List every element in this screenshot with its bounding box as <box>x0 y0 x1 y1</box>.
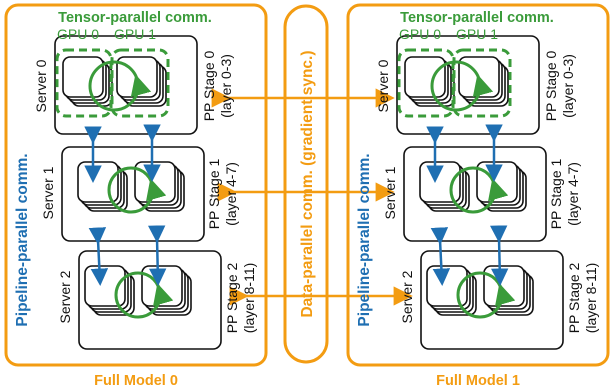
data-parallel-label: Data-parallel comm. (gradient sync.) <box>299 50 316 317</box>
footer-label-1: Full Model 1 <box>436 373 520 389</box>
layers-label-1-0: (layer 0-3) <box>560 54 576 118</box>
footer-label-0: Full Model 0 <box>94 373 178 389</box>
stage-label-1-0: PP Stage 0 <box>543 51 559 122</box>
stage-label-0-2: PP Stage 2 <box>224 263 240 334</box>
layers-label-0-2: (layer 8-11) <box>241 263 257 334</box>
stage-label-0-1: PP Stage 1 <box>206 159 222 230</box>
layers-label-1-2: (layer 8-11) <box>583 263 599 334</box>
pipeline-label-1: Pipeline-parallel comm. <box>356 153 373 326</box>
server-label-1-2: Server 2 <box>399 270 415 323</box>
server-label-0-0: Server 0 <box>33 59 49 112</box>
tensor-title-0: Tensor-parallel comm. <box>58 10 212 26</box>
server-label-0-2: Server 2 <box>57 270 73 323</box>
stage-label-1-2: PP Stage 2 <box>566 263 582 334</box>
stage-label-1-1: PP Stage 1 <box>548 159 564 230</box>
server-label-1-1: Server 1 <box>382 166 398 219</box>
gpu1-label-1: GPU 1 <box>456 26 498 42</box>
pipeline-label-0: Pipeline-parallel comm. <box>14 153 31 326</box>
server-label-0-1: Server 1 <box>40 166 56 219</box>
gpu0-label-1: GPU 0 <box>399 26 441 42</box>
server-label-1-0: Server 0 <box>375 59 391 112</box>
layers-label-0-0: (layer 0-3) <box>218 54 234 118</box>
gpu1-label-0: GPU 1 <box>114 26 156 42</box>
stage-label-0-0: PP Stage 0 <box>201 51 217 122</box>
gpu0-label-0: GPU 0 <box>57 26 99 42</box>
tensor-title-1: Tensor-parallel comm. <box>400 10 554 26</box>
layers-label-0-1: (layer 4-7) <box>223 162 239 226</box>
layers-label-1-1: (layer 4-7) <box>565 162 581 226</box>
